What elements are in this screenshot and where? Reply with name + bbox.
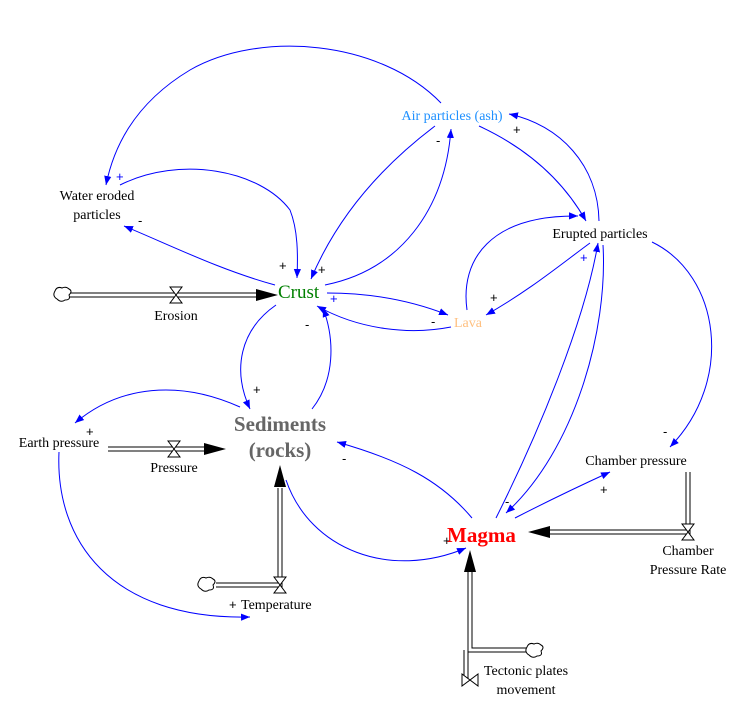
link-earth-pressure-to-temperature[interactable] xyxy=(58,451,251,621)
polarity-magma-sediments: - xyxy=(342,451,346,466)
tectonic-flow-pipe xyxy=(463,550,528,682)
var-lava[interactable]: Lava xyxy=(454,316,483,331)
link-lava-to-erupted[interactable] xyxy=(465,212,579,311)
link-crust-to-air[interactable] xyxy=(324,128,454,286)
flow-pressure-label[interactable]: Pressure xyxy=(150,461,197,476)
stock-sediments-line1[interactable]: Sediments xyxy=(234,412,326,436)
flow-tectonic-line2[interactable]: movement xyxy=(496,683,555,698)
tectonic-source-cloud-icon xyxy=(525,642,544,658)
polarity-magma-chamber: + xyxy=(600,482,608,497)
var-erupted-particles[interactable]: Erupted particles xyxy=(552,227,647,242)
link-erupted-to-lava[interactable] xyxy=(485,242,591,316)
link-sediments-to-earth-pressure[interactable] xyxy=(74,389,241,424)
chamber-pressure-rate-valve-icon[interactable] xyxy=(681,523,695,541)
temperature-source-cloud-icon xyxy=(197,576,216,592)
link-air-to-crust[interactable] xyxy=(310,125,436,280)
polarity-sediments-earth: + xyxy=(86,424,94,439)
var-chamber-pressure[interactable]: Chamber pressure xyxy=(585,454,686,469)
polarity-erupted-lava: + xyxy=(490,290,498,305)
stock-sediments-line2[interactable]: (rocks) xyxy=(249,438,312,462)
polarity-water-crust: + xyxy=(279,258,287,273)
link-air-to-erupted[interactable] xyxy=(478,125,587,222)
flow-chamber-rate-line1[interactable]: Chamber xyxy=(662,544,714,559)
flow-chamber-rate-line2[interactable]: Pressure Rate xyxy=(650,563,727,578)
var-earth-pressure[interactable]: Earth pressure xyxy=(19,436,99,451)
link-crust-to-lava[interactable] xyxy=(326,292,449,316)
link-sediments-to-magma[interactable] xyxy=(285,479,467,562)
stock-magma[interactable]: Magma xyxy=(447,523,516,547)
polarity-erupted-air: + xyxy=(513,122,521,137)
link-crust-to-water[interactable] xyxy=(123,225,276,286)
temperature-flow-pipe xyxy=(216,465,286,588)
polarity-air-crust: + xyxy=(318,262,326,277)
link-magma-to-chamber[interactable] xyxy=(514,471,611,519)
flow-tectonic-line1[interactable]: Tectonic plates xyxy=(484,664,568,679)
polarity-erupted-magma: - xyxy=(505,494,509,509)
link-sediments-to-crust[interactable] xyxy=(311,307,332,410)
erosion-flow-pipe xyxy=(70,289,278,301)
stock-crust[interactable]: Crust xyxy=(278,282,320,303)
erosion-valve-icon[interactable] xyxy=(169,286,183,304)
link-magma-to-erupted[interactable] xyxy=(495,242,601,519)
polarity-erupted-chamber: - xyxy=(663,424,667,439)
link-crust-to-sediments[interactable] xyxy=(240,304,277,410)
polarity-crust-air: - xyxy=(436,133,440,148)
polarity-air-water: + xyxy=(116,169,124,184)
var-water-eroded-line1[interactable]: Water eroded xyxy=(60,189,135,204)
var-water-eroded-line2[interactable]: particles xyxy=(73,208,120,223)
erosion-source-cloud-icon xyxy=(53,286,72,302)
temperature-valve-icon[interactable] xyxy=(273,576,287,594)
link-erupted-to-chamber[interactable] xyxy=(651,241,712,448)
polarity-lava-crust: - xyxy=(431,314,435,329)
polarity-crust-water: - xyxy=(138,213,142,228)
var-air-particles[interactable]: Air particles (ash) xyxy=(401,109,502,124)
pressure-valve-icon[interactable] xyxy=(167,440,181,458)
link-erupted-to-air[interactable] xyxy=(508,112,600,222)
polarity-crust-lava: + xyxy=(330,291,338,306)
polarity-sediments-magma: + xyxy=(443,533,451,548)
flow-temperature-label[interactable]: Temperature xyxy=(241,598,312,613)
link-air-to-water[interactable] xyxy=(104,45,442,186)
link-magma-to-sediments[interactable] xyxy=(336,441,473,519)
polarity-magma-erupted: + xyxy=(580,250,588,265)
link-water-to-crust[interactable] xyxy=(119,168,301,279)
chamber-pressure-rate-flow-pipe xyxy=(528,472,691,538)
link-lava-to-crust[interactable] xyxy=(316,305,452,331)
polarity-sediments-crust: - xyxy=(305,317,309,332)
polarity-earth-temperature: + xyxy=(229,597,237,612)
link-erupted-to-magma[interactable] xyxy=(505,244,604,514)
tectonic-valve-icon[interactable] xyxy=(461,673,479,687)
polarity-crust-sediments: + xyxy=(253,382,261,397)
pressure-flow-pipe xyxy=(108,443,226,455)
flow-erosion-label[interactable]: Erosion xyxy=(154,309,198,324)
